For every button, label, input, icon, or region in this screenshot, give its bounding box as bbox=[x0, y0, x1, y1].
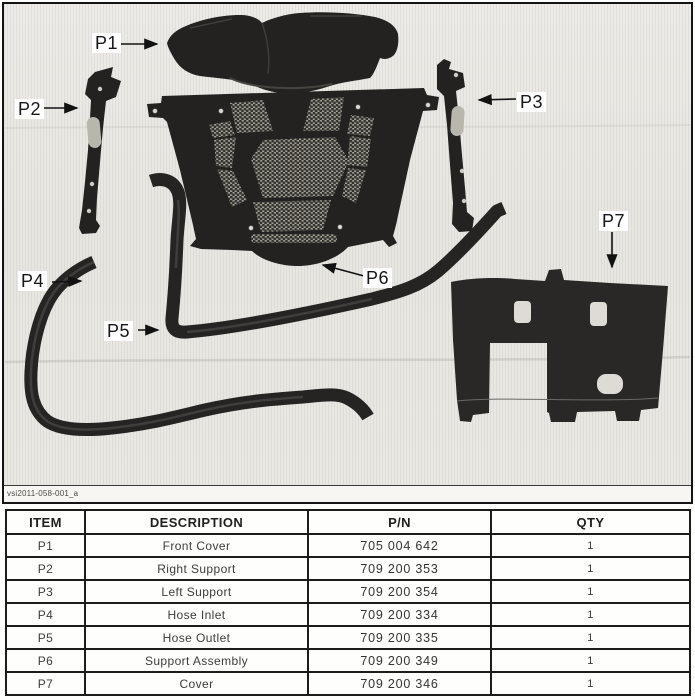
table-row: P1 Front Cover 705 004 642 1 bbox=[5, 533, 691, 558]
cell-qty: 1 bbox=[490, 648, 691, 673]
cell-qty: 1 bbox=[490, 579, 691, 604]
figure-code: vsi2011-058-001_a bbox=[4, 485, 691, 502]
cell-item: P3 bbox=[5, 579, 86, 604]
cell-item: P1 bbox=[5, 533, 86, 558]
cell-item: P2 bbox=[5, 556, 86, 581]
cell-description: Hose Outlet bbox=[84, 625, 309, 650]
part-front-cover bbox=[167, 12, 399, 94]
table-row: P6 Support Assembly 709 200 349 1 bbox=[5, 648, 691, 673]
cell-item: P6 bbox=[5, 648, 86, 673]
arrow-p4 bbox=[51, 275, 83, 288]
part-right-support bbox=[79, 67, 121, 234]
table-row: P7 Cover 709 200 346 1 bbox=[5, 671, 691, 696]
callout-arrows bbox=[43, 38, 618, 336]
callout-p6: P6 bbox=[363, 268, 393, 289]
table-row: P3 Left Support 709 200 354 1 bbox=[5, 579, 691, 604]
cell-pn: 705 004 642 bbox=[307, 533, 492, 558]
cell-pn: 709 200 349 bbox=[307, 648, 492, 673]
callout-p7: P7 bbox=[599, 211, 629, 232]
cell-item: P5 bbox=[5, 625, 86, 650]
table-row: P2 Right Support 709 200 353 1 bbox=[5, 556, 691, 581]
part-left-support bbox=[437, 59, 474, 232]
cell-pn: 709 200 354 bbox=[307, 579, 492, 604]
part-hose-outlet bbox=[148, 173, 507, 339]
table-header-row: ITEM DESCRIPTION P/N QTY bbox=[5, 509, 691, 535]
callout-p3: P3 bbox=[517, 92, 547, 113]
cell-qty: 1 bbox=[490, 625, 691, 650]
part-support-assembly bbox=[147, 88, 439, 266]
cell-pn: 709 200 334 bbox=[307, 602, 492, 627]
col-header-qty: QTY bbox=[490, 509, 691, 535]
parts-illustration bbox=[4, 12, 691, 437]
cell-qty: 1 bbox=[490, 533, 691, 558]
arrow-p6 bbox=[321, 262, 365, 277]
part-hose-inlet bbox=[24, 256, 374, 437]
cell-pn: 709 200 335 bbox=[307, 625, 492, 650]
cell-pn: 709 200 346 bbox=[307, 671, 492, 696]
table-row: P5 Hose Outlet 709 200 335 1 bbox=[5, 625, 691, 650]
arrow-p3 bbox=[477, 94, 517, 106]
cell-description: Support Assembly bbox=[84, 648, 309, 673]
part-cover bbox=[451, 269, 668, 422]
callout-p1: P1 bbox=[92, 33, 122, 54]
callout-p4: P4 bbox=[18, 271, 48, 292]
cell-description: Front Cover bbox=[84, 533, 309, 558]
cell-description: Right Support bbox=[84, 556, 309, 581]
cell-item: P7 bbox=[5, 671, 86, 696]
callout-p2: P2 bbox=[15, 99, 45, 120]
parts-diagram: P1 P2 P3 P4 P5 P6 P7 vsi2011-058-001_a bbox=[2, 2, 693, 504]
col-header-pn: P/N bbox=[307, 509, 492, 535]
grille-screws bbox=[152, 102, 431, 231]
cell-description: Cover bbox=[84, 671, 309, 696]
col-header-description: DESCRIPTION bbox=[84, 509, 309, 535]
cell-pn: 709 200 353 bbox=[307, 556, 492, 581]
parts-table: ITEM DESCRIPTION P/N QTY P1 Front Cover … bbox=[5, 509, 691, 696]
table-row: P4 Hose Inlet 709 200 334 1 bbox=[5, 602, 691, 627]
callout-p5: P5 bbox=[104, 321, 134, 342]
col-header-item: ITEM bbox=[5, 509, 86, 535]
cell-qty: 1 bbox=[490, 556, 691, 581]
cell-description: Left Support bbox=[84, 579, 309, 604]
cell-qty: 1 bbox=[490, 671, 691, 696]
cell-item: P4 bbox=[5, 602, 86, 627]
cell-qty: 1 bbox=[490, 602, 691, 627]
diagram-photo bbox=[4, 4, 691, 486]
cell-description: Hose Inlet bbox=[84, 602, 309, 627]
